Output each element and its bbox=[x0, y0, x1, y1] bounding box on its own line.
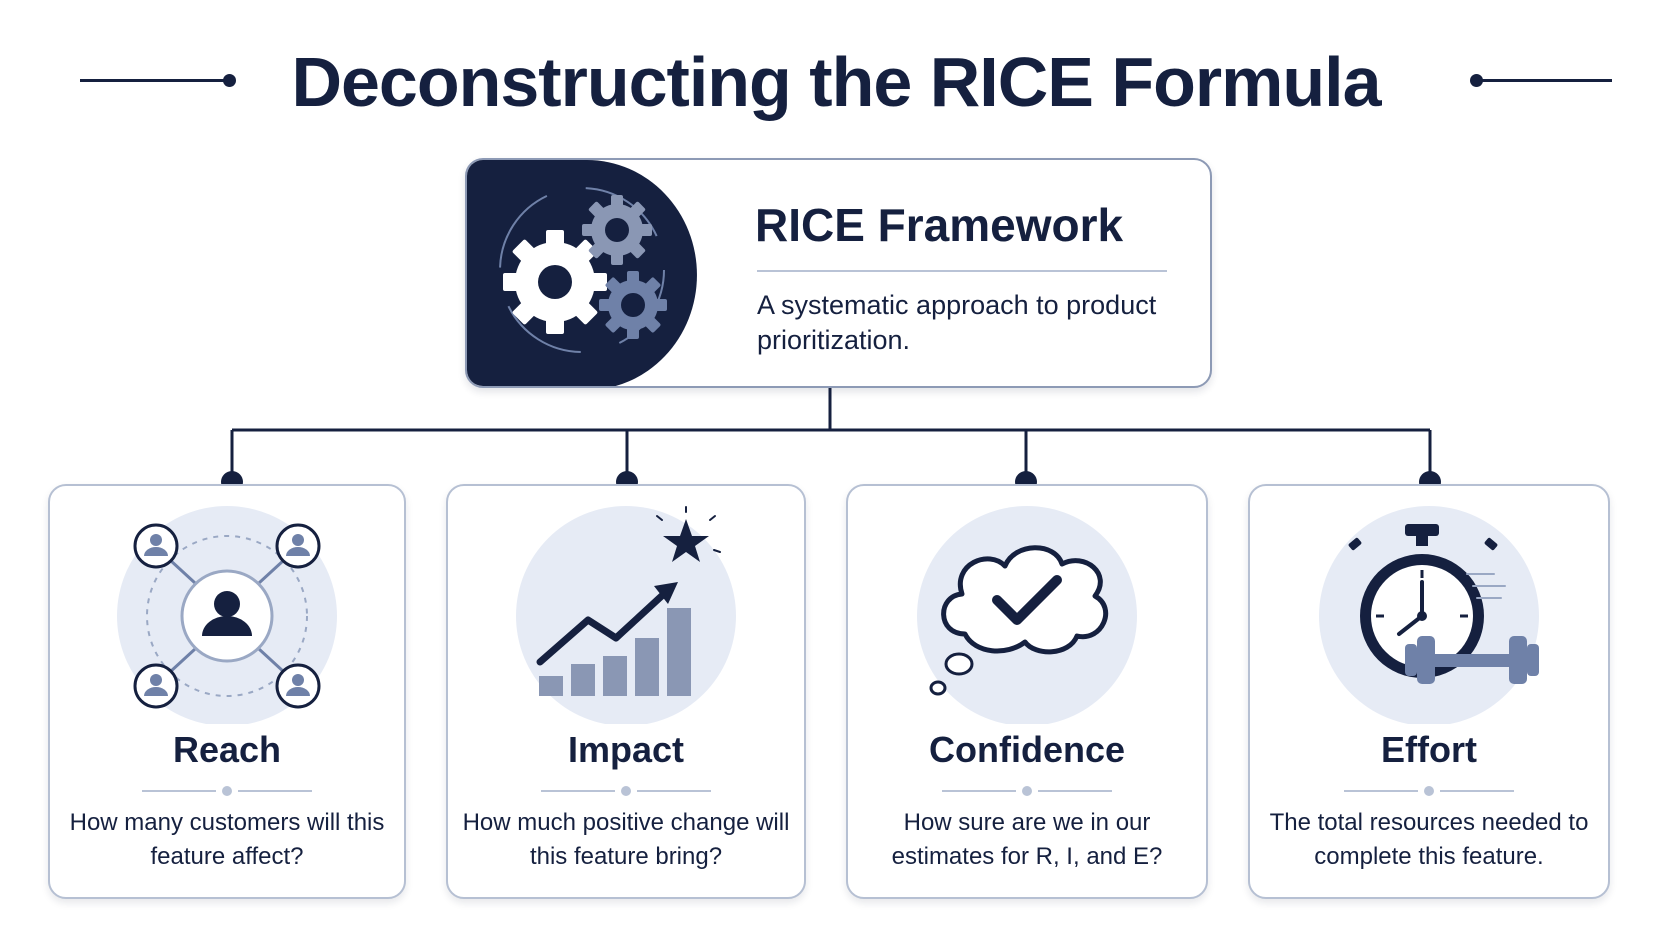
reach-card: Reach How many customers will this featu… bbox=[48, 484, 406, 899]
title-dot-left bbox=[223, 74, 236, 87]
title-row: Deconstructing the RICE Formula bbox=[0, 30, 1672, 130]
impact-card: Impact How much positive change will thi… bbox=[446, 484, 806, 899]
confidence-divider bbox=[942, 786, 1112, 796]
gears-icon bbox=[467, 160, 697, 386]
hero-divider bbox=[757, 270, 1167, 272]
confidence-description: How sure are we in our estimates for R, … bbox=[891, 809, 1163, 870]
effort-divider bbox=[1344, 786, 1514, 796]
hero-description: A systematic approach to product priorit… bbox=[757, 290, 1157, 355]
impact-divider bbox=[541, 786, 711, 796]
title-rule-right bbox=[1476, 79, 1612, 82]
impact-title: Impact bbox=[567, 729, 685, 770]
page-title: Deconstructing the RICE Formula bbox=[291, 43, 1381, 121]
effort-title: Effort bbox=[1381, 729, 1477, 770]
stopwatch-dumbbell-icon bbox=[1319, 506, 1539, 724]
hero-title: RICE Framework bbox=[755, 199, 1124, 251]
thought-bubble-check-icon bbox=[917, 506, 1137, 724]
title-rule-left bbox=[80, 79, 230, 82]
reach-title: Reach bbox=[172, 729, 282, 770]
reach-description: How many customers will this feature aff… bbox=[69, 809, 385, 870]
confidence-title: Confidence bbox=[928, 729, 1125, 770]
effort-card: Effort The total resources needed to com… bbox=[1248, 484, 1610, 899]
growth-chart-star-icon bbox=[516, 506, 736, 724]
confidence-card: Confidence How sure are we in our estima… bbox=[846, 484, 1208, 899]
reach-divider bbox=[142, 786, 312, 796]
effort-description: The total resources needed to complete t… bbox=[1269, 809, 1589, 870]
impact-description: How much positive change will this featu… bbox=[462, 809, 790, 870]
rice-framework-card: RICE Framework A systematic approach to … bbox=[465, 158, 1212, 388]
users-network-icon bbox=[117, 506, 337, 724]
